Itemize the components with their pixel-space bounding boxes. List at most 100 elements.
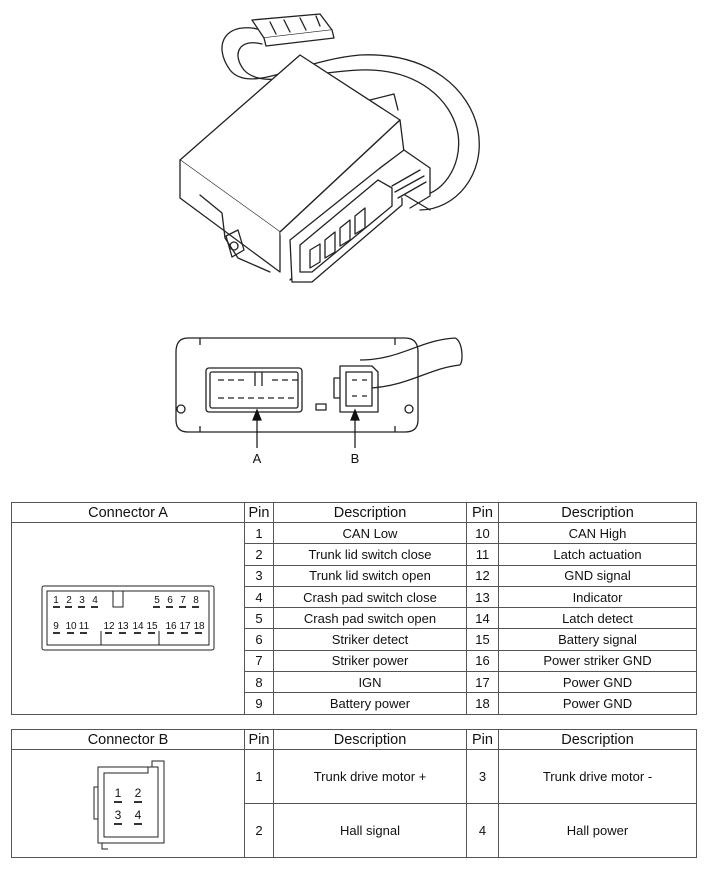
table-row: 5 Crash pad switch open 14 Latch detect xyxy=(12,607,697,630)
pin-number-1: 1 xyxy=(53,595,59,606)
module-body xyxy=(179,54,431,283)
column-header-connector: Connector A xyxy=(11,502,245,523)
pin-cell: 7 xyxy=(244,649,274,673)
description-cell: Hall power xyxy=(498,803,697,858)
pin-number-5: 5 xyxy=(154,595,160,606)
table-row: 1 2 3 4 1 Trunk drive motor + 3 Trunk dr… xyxy=(11,749,697,858)
pin-cell: 4 xyxy=(244,585,274,609)
pin-cell: 13 xyxy=(466,585,499,609)
pin-cell: 10 xyxy=(466,521,499,545)
pin-number-3: 3 xyxy=(115,808,122,822)
description-cell: Striker power xyxy=(273,649,467,673)
description-cell: Power striker GND xyxy=(498,649,697,673)
pin-cell: 2 xyxy=(244,803,274,858)
table-header-row: Connector B Pin Description Pin Descript… xyxy=(11,729,697,750)
pin-cell: 17 xyxy=(466,671,499,694)
callout-arrows xyxy=(252,408,360,448)
pin-cell: 3 xyxy=(466,749,499,804)
description-cell: Battery power xyxy=(273,692,467,715)
connector-a-table: Connector A Pin Description Pin Descript… xyxy=(11,502,697,715)
pin-number-4: 4 xyxy=(135,808,142,822)
column-header-description: Description xyxy=(273,502,467,523)
description-cell: Power GND xyxy=(498,671,697,694)
table-row: 1 2 3 4 5 6 7 8 9 10 11 12 13 14 15 16 1 xyxy=(11,521,697,715)
description-cell: CAN High xyxy=(498,521,697,545)
table-row: 2 Trunk lid switch close 11 Latch actuat… xyxy=(12,543,697,566)
callout-label-b: B xyxy=(351,451,360,466)
connector-a-pin-diagram-cell: 1 2 3 4 5 6 7 8 9 10 11 12 13 14 15 16 1 xyxy=(11,522,245,715)
pin-number-8: 8 xyxy=(193,595,199,606)
callout-label-a: A xyxy=(253,451,262,466)
column-header-connector: Connector B xyxy=(11,729,245,750)
connector-b-pin-diagram-cell: 1 2 3 4 xyxy=(11,749,245,858)
module-illustration: A B xyxy=(175,13,480,466)
column-header-description: Description xyxy=(498,502,697,523)
connector-b-table: Connector B Pin Description Pin Descript… xyxy=(11,729,697,858)
connector-b-socket xyxy=(333,337,463,413)
pin-cell: 18 xyxy=(466,692,499,715)
description-cell: Battery signal xyxy=(498,628,697,651)
pin-number-2: 2 xyxy=(135,786,142,800)
description-cell: Striker detect xyxy=(273,628,467,651)
description-cell: Power GND xyxy=(498,692,697,715)
description-cell: IGN xyxy=(273,671,467,694)
table-row: 9 Battery power 18 Power GND xyxy=(12,692,697,715)
pin-number-17: 17 xyxy=(179,621,191,632)
pin-number-11: 11 xyxy=(79,621,90,632)
pin-cell: 4 xyxy=(466,803,499,858)
pin-number-6: 6 xyxy=(167,595,173,606)
pin-cell: 2 xyxy=(244,543,274,566)
connector-face-view xyxy=(175,337,463,433)
table-header-row: Connector A Pin Description Pin Descript… xyxy=(11,502,697,523)
table-row: 3 Trunk lid switch open 12 GND signal xyxy=(12,564,697,587)
pin-cell: 8 xyxy=(244,671,274,694)
pin-number-10: 10 xyxy=(65,621,77,632)
pin-cell: 16 xyxy=(466,649,499,673)
pin-cell: 5 xyxy=(244,607,274,630)
description-cell: Crash pad switch close xyxy=(273,585,467,609)
description-cell: Indicator xyxy=(498,585,697,609)
pin-cell: 11 xyxy=(466,543,499,566)
pin-number-2: 2 xyxy=(66,595,72,606)
pin-cell: 9 xyxy=(244,692,274,715)
description-cell: Trunk lid switch open xyxy=(273,564,467,587)
pin-cell: 12 xyxy=(466,564,499,587)
description-cell: GND signal xyxy=(498,564,697,587)
description-cell: Crash pad switch open xyxy=(273,607,467,630)
pin-number-18: 18 xyxy=(193,621,205,632)
column-header-pin: Pin xyxy=(466,729,499,750)
connector-b-face-diagram: 1 2 3 4 xyxy=(93,760,165,849)
description-cell: Trunk drive motor - xyxy=(498,749,697,804)
description-cell: Trunk drive motor + xyxy=(273,749,467,804)
pin-cell: 3 xyxy=(244,564,274,587)
connector-a-face-diagram: 1 2 3 4 5 6 7 8 9 10 11 12 13 14 15 16 1 xyxy=(41,585,215,651)
pin-number-13: 13 xyxy=(117,621,129,632)
pin-cell: 6 xyxy=(244,628,274,651)
pin-number-7: 7 xyxy=(180,595,186,606)
pin-number-12: 12 xyxy=(103,621,115,632)
pin-cell: 14 xyxy=(466,607,499,630)
pin-cell: 1 xyxy=(244,521,274,545)
column-header-description: Description xyxy=(498,729,697,750)
connector-a-socket xyxy=(205,367,303,413)
column-header-description: Description xyxy=(273,729,467,750)
pin-number-3: 3 xyxy=(79,595,85,606)
column-header-pin: Pin xyxy=(466,502,499,523)
table-row: 2 Hall signal 4 Hall power xyxy=(12,803,697,858)
pin-number-16: 16 xyxy=(165,621,177,632)
table-row: 7 Striker power 16 Power striker GND xyxy=(12,649,697,673)
description-cell: CAN Low xyxy=(273,521,467,545)
pin-cell: 15 xyxy=(466,628,499,651)
description-cell: Hall signal xyxy=(273,803,467,858)
column-header-pin: Pin xyxy=(244,502,274,523)
pin-number-4: 4 xyxy=(92,595,98,606)
description-cell: Trunk lid switch close xyxy=(273,543,467,566)
pin-number-9: 9 xyxy=(53,621,59,632)
pin-cell: 1 xyxy=(244,749,274,804)
harness-plug xyxy=(251,13,335,47)
pin-number-14: 14 xyxy=(132,621,144,632)
description-cell: Latch actuation xyxy=(498,543,697,566)
pin-number-15: 15 xyxy=(146,621,158,632)
table-row: 4 Crash pad switch close 13 Indicator xyxy=(12,585,697,609)
description-cell: Latch detect xyxy=(498,607,697,630)
